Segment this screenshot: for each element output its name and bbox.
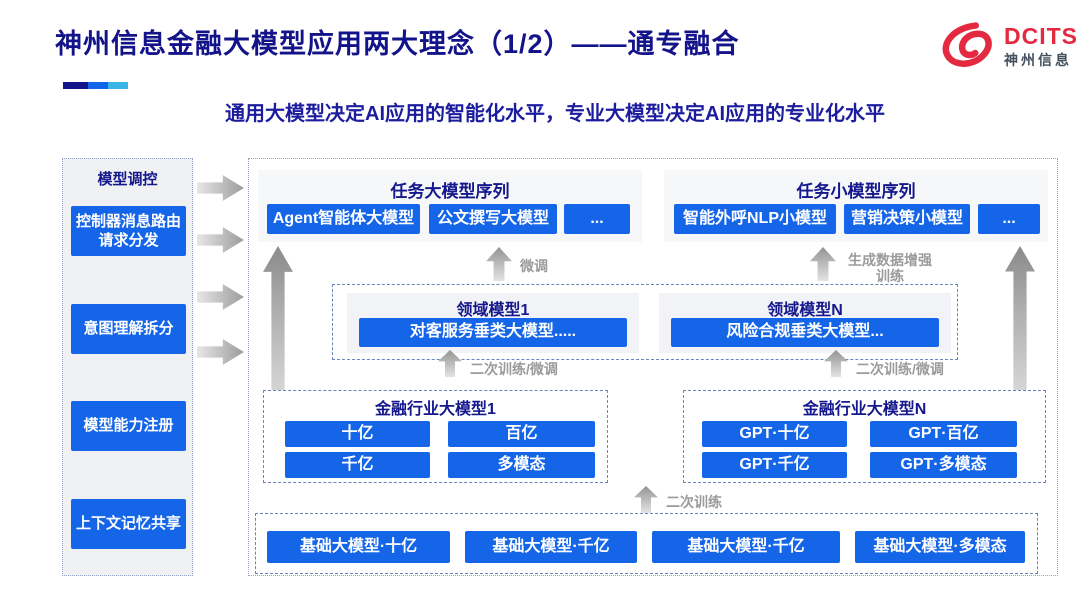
label-retrain-finetune: 二次训练/微调 [856,361,944,377]
label-gen-data-line2: 训练 [876,268,904,284]
model-button-more: ... [978,204,1040,234]
model-button-gpt-1b: GPT·十亿 [702,421,847,447]
slide-subtitle: 通用大模型决定AI应用的智能化水平，专业大模型决定AI应用的专业化水平 [225,103,885,125]
label-retrain: 二次训练 [666,494,722,510]
logo-brand-cn: 神州信息 [1004,52,1072,68]
label-gen-data-training: 生成数据增强 训练 [840,252,940,284]
page-title: 神州信息金融大模型应用两大理念（1/2）——通专融合 [55,29,740,59]
industry-model-box-1-title: 金融行业大模型1 [375,401,496,418]
right-arrow-icon [197,284,244,310]
right-arrow-icon [197,227,244,253]
accent-bar-segment [88,82,108,89]
model-button-base-1b: 基础大模型·十亿 [267,531,450,563]
model-button-100b: 千亿 [285,452,430,478]
model-button-nlp-call: 智能外呼NLP小模型 [674,204,836,234]
dcits-swirl-icon [942,22,992,67]
panel-task-small-title: 任务小模型序列 [796,182,916,201]
logo-brand-en: DCITS [1004,23,1078,49]
right-arrow-icon [197,339,244,365]
model-button-gpt-10b: GPT·百亿 [870,421,1017,447]
domain-panel-1-title: 领域模型1 [456,302,530,319]
accent-bar-segment [63,82,88,89]
label-finetune: 微调 [520,258,548,274]
model-button-base-100b: 基础大模型·千亿 [652,531,840,563]
panel-task-large-title: 任务大模型序列 [390,182,510,201]
accent-bar [63,82,128,89]
accent-bar-segment [108,82,128,89]
model-button-customer-service: 对客服务垂类大模型..... [359,318,627,347]
sidebar-item-router: 控制器消息路由请求分发 [71,206,186,256]
right-arrow-icon [197,175,244,201]
model-button-base-100b: 基础大模型·千亿 [465,531,637,563]
label-gen-data-line1: 生成数据增强 [848,252,932,268]
model-button-gpt-100b: GPT·千亿 [702,452,847,478]
model-button-1b: 十亿 [285,421,430,447]
sidebar-item-context: 上下文记忆共享 [71,499,186,549]
sidebar-item-intent: 意图理解拆分 [71,304,186,354]
model-button-marketing: 营销决策小模型 [844,204,970,234]
model-button-agent: Agent智能体大模型 [267,204,420,234]
sidebar-title: 模型调控 [97,171,158,188]
model-button-document: 公文撰写大模型 [429,204,557,234]
model-button-risk-compliance: 风险合规垂类大模型... [671,318,939,347]
sidebar-item-register: 模型能力注册 [71,401,186,451]
domain-panel-n-title: 领域模型N [767,302,843,319]
model-button-10b: 百亿 [448,421,595,447]
model-button-base-multimodal: 基础大模型·多模态 [855,531,1025,563]
model-button-more: ... [564,204,630,234]
industry-model-box-n-title: 金融行业大模型N [802,401,927,418]
model-control-sidebar: 模型调控 控制器消息路由请求分发 意图理解拆分 模型能力注册 上下文记忆共享 [62,158,193,576]
model-button-multimodal: 多模态 [448,452,595,478]
model-button-gpt-multimodal: GPT·多模态 [870,452,1017,478]
dcits-logo: DCITS 神州信息 [938,22,1078,72]
label-retrain-finetune: 二次训练/微调 [470,361,558,377]
dcits-logo-text: DCITS 神州信息 [1004,24,1078,70]
